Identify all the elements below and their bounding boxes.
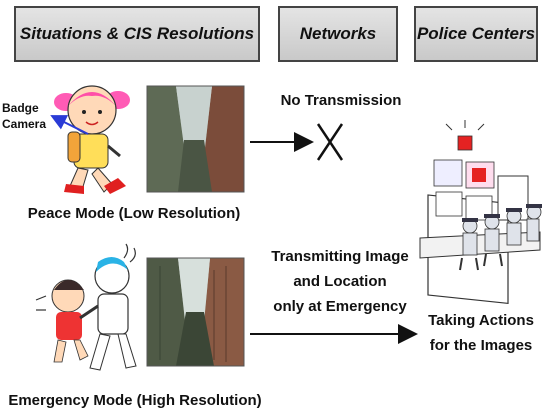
emergency-scene-illustration	[35, 243, 137, 371]
badge-pointer-arrow	[50, 115, 89, 135]
badge-label-line2: Camera	[2, 117, 47, 131]
badge-label-line1: Badge	[2, 101, 39, 115]
alley-photo-low-resolution	[146, 85, 245, 193]
transmission-line1: Transmitting Image	[271, 248, 409, 265]
police-action-line2: for the Images	[429, 337, 533, 354]
header-police-centers: Police Centers	[414, 6, 538, 62]
header-situations: Situations & CIS Resolutions	[14, 6, 260, 62]
police-center-illustration	[419, 120, 542, 305]
header-networks: Networks	[278, 6, 398, 62]
badge-camera-label: Badge Camera	[2, 100, 62, 132]
transmission-line3: only at Emergency	[273, 298, 407, 315]
no-transmission-cross-icon	[316, 123, 344, 161]
alley-photo-high-resolution	[146, 257, 245, 367]
emergency-mode-caption: Emergency Mode (High Resolution)	[8, 392, 262, 409]
girl-with-badge-camera-illustration	[54, 85, 130, 194]
no-transmission-label: No Transmission	[280, 92, 402, 109]
police-action-label: Taking Actions for the Images	[418, 308, 544, 358]
transmission-line2: and Location	[293, 273, 387, 290]
peace-mode-caption: Peace Mode (Low Resolution)	[27, 205, 241, 222]
transmission-description: Transmitting Image and Location only at …	[262, 244, 418, 319]
police-action-line1: Taking Actions	[428, 312, 534, 329]
